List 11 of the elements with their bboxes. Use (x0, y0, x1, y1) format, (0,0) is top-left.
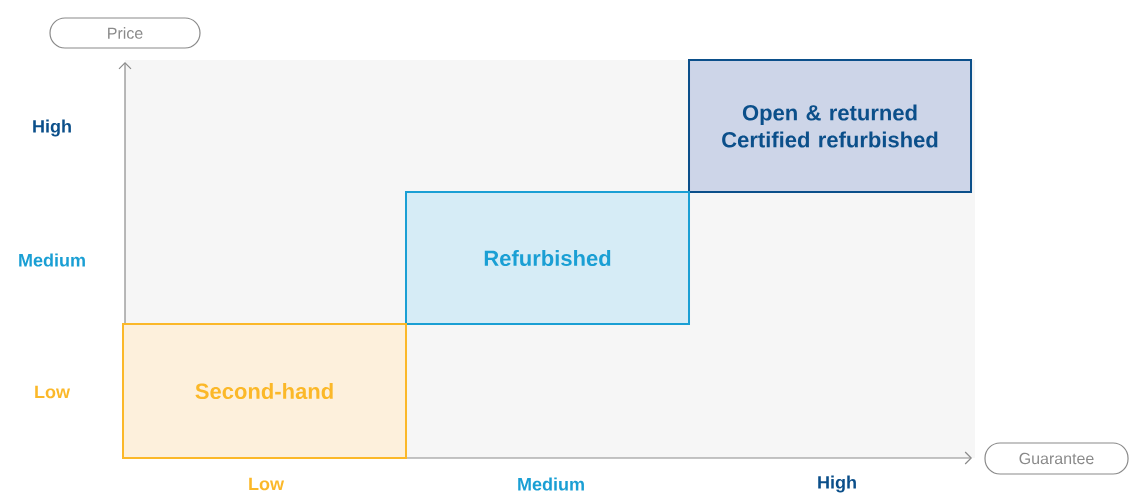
scale-label: Low (249, 477, 285, 491)
scale-label: High (33, 119, 71, 137)
quadrant-box: Open & returned Certified refurbished (688, 59, 972, 193)
scale-label: High (818, 475, 856, 493)
axis-label-pill: Guarantee (984, 442, 1129, 475)
quadrant-box: Second-hand (122, 323, 407, 459)
axis-label-pill: Price (49, 17, 201, 49)
scale-label: Low (35, 385, 71, 399)
scale-label: Medium (518, 477, 584, 491)
scale-label: Medium (19, 253, 85, 267)
quadrant-box: Refurbished (405, 191, 690, 325)
